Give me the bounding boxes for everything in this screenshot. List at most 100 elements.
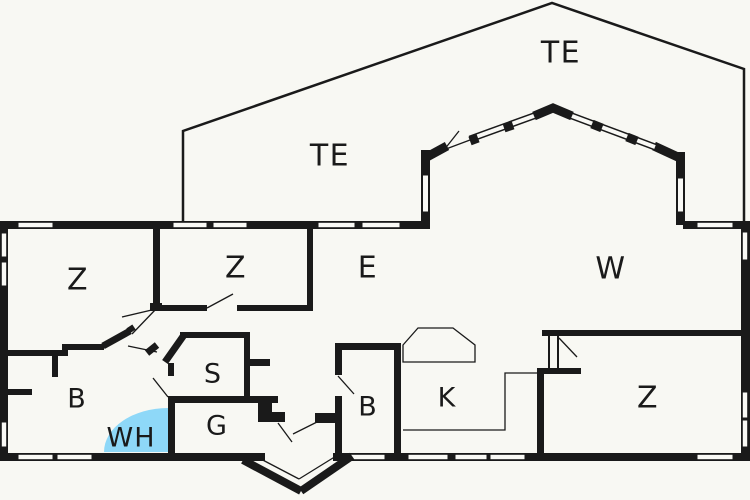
glazing-mullion-3	[590, 119, 604, 133]
window	[407, 453, 449, 461]
terrace-outline	[181, 1, 746, 223]
wall-hall-stub-down	[52, 356, 58, 377]
wall-z-door-jamb-right	[557, 336, 559, 368]
vestibule-inner-right	[298, 452, 342, 480]
window	[17, 221, 54, 229]
wall-z2-bottom-left	[157, 305, 207, 311]
bay-right-elbow	[652, 141, 682, 163]
wall-entry-stub	[315, 413, 337, 423]
wall-hall-diagonal-cap	[126, 324, 136, 334]
terrace-boundary-line	[181, 1, 746, 223]
wall-left	[0, 221, 8, 461]
window	[741, 391, 749, 419]
door-swing-z2	[206, 293, 234, 309]
room-label-bedroom-n: Z	[225, 251, 247, 286]
wall-sauna-bevel-cap	[144, 342, 160, 356]
wall-bath-left-upper	[335, 343, 342, 375]
window	[741, 419, 749, 448]
kitchen-counter-l	[403, 372, 537, 431]
wall-hall-west-a	[8, 350, 62, 356]
door-swing-bath-center	[337, 375, 355, 395]
window	[361, 221, 401, 229]
door-swing-hall-3	[127, 345, 158, 353]
room-labels: TE TE Z Z E W Z B S G WH B K	[67, 36, 659, 454]
bay-door-swing	[443, 130, 460, 151]
window	[489, 453, 526, 461]
window	[677, 177, 684, 213]
bay-door-opening-line	[445, 139, 471, 150]
glazing-mullion-2	[502, 120, 515, 133]
glazing-mullion-4	[625, 132, 639, 146]
door-swing-entry-2	[292, 421, 318, 435]
wall-hall-west-b	[62, 344, 104, 350]
bay-glazing	[443, 103, 657, 151]
wall-bath-left-lower	[335, 396, 342, 453]
wall-right	[741, 221, 750, 461]
wall-left-stub	[8, 389, 32, 395]
wall-bath-right	[394, 343, 401, 453]
glazing-right-pane	[563, 111, 656, 149]
wall-z2-bottom-right	[237, 305, 313, 311]
wall-w-z-divider	[542, 330, 750, 336]
glazing-mullion-1	[468, 133, 480, 146]
wall-z1-z2-divider	[153, 229, 160, 305]
room-label-bedroom-se: Z	[637, 381, 659, 416]
room-label-bathroom-center: B	[358, 392, 378, 423]
bay-left-elbow	[422, 142, 450, 162]
wall-g-right	[258, 403, 272, 422]
whirlpool-shape	[104, 408, 168, 452]
wall-sauna-right	[244, 332, 250, 403]
window	[422, 174, 429, 213]
wall-node	[150, 303, 162, 311]
vestibule-wall-right	[298, 452, 355, 495]
kitchen-counter-island	[402, 327, 476, 363]
wall-z-closet	[537, 368, 581, 374]
window	[56, 453, 93, 461]
wall-stub-right-of-sauna	[250, 359, 270, 366]
door-swing-sauna	[152, 377, 169, 398]
window	[696, 453, 734, 461]
vestibule-inner-left	[256, 456, 300, 480]
windows	[0, 174, 749, 461]
bay-peak	[532, 103, 574, 121]
room-label-terrace-left: TE	[309, 139, 350, 174]
wall-bottom-right-segment	[333, 453, 750, 461]
wall-g-left	[168, 403, 175, 453]
window	[17, 453, 54, 461]
wall-g-right-stub	[272, 412, 285, 422]
room-label-hall-g: G	[206, 411, 228, 442]
window	[454, 453, 488, 461]
wall-bottom-left-segment	[0, 453, 265, 461]
wall-hall-diagonal	[101, 327, 132, 350]
wall-z2-right	[307, 229, 313, 311]
wall-z-door-jamb-left	[548, 336, 550, 368]
room-label-bathroom-west: B	[67, 384, 87, 415]
wall-sauna-left	[168, 363, 174, 376]
wall-g-top	[168, 396, 278, 403]
window	[0, 232, 8, 258]
wall-bath-top	[335, 343, 401, 350]
room-label-living-room: W	[595, 252, 626, 287]
window	[172, 221, 208, 229]
interior-walls	[8, 229, 750, 495]
wall-sauna-top	[180, 332, 250, 338]
window	[741, 231, 749, 261]
window	[0, 261, 8, 287]
room-label-sauna: S	[204, 359, 222, 390]
room-label-bedroom-nw: Z	[67, 263, 89, 298]
vestibule-wall-left	[241, 456, 303, 495]
window	[696, 221, 734, 229]
wall-sauna-bevel	[162, 332, 187, 365]
room-label-kitchen: K	[438, 383, 457, 414]
detail-lines	[121, 293, 578, 480]
door-swing-hall-1	[121, 308, 157, 318]
room-label-entry-hall: E	[358, 251, 378, 286]
room-label-terrace-main: TE	[540, 36, 581, 71]
window	[317, 221, 356, 229]
room-label-whirlpool: WH	[107, 423, 156, 454]
wall-z-left	[537, 368, 544, 453]
door-swing-hall-2	[131, 308, 157, 335]
window	[0, 421, 8, 448]
